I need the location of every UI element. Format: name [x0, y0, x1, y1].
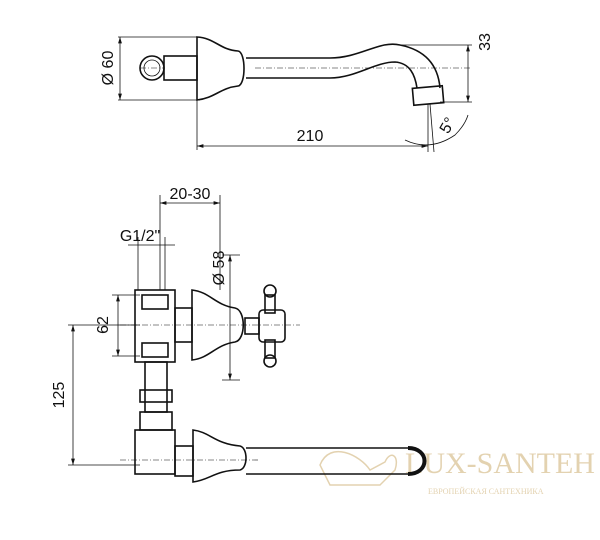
valve-flange	[191, 289, 245, 361]
side-view: 20-30 G1/2" Ø 58 62 125	[51, 186, 427, 483]
watermark-logo: LUX-SANTEH ЕВРОПЕЙСКАЯ САНТЕХНИКА	[319, 447, 595, 496]
watermark-tagline: ЕВРОПЕЙСКАЯ САНТЕХНИКА	[428, 487, 544, 496]
label-125: 125	[51, 382, 68, 409]
bathtub-icon	[319, 451, 397, 486]
wall-flange	[196, 36, 245, 101]
top-view: Ø 60 33 210 5°	[100, 33, 494, 153]
lower-fitting	[134, 429, 176, 475]
label-20-30: 20-30	[170, 186, 211, 203]
valve-body	[134, 289, 176, 363]
label-diameter-60: Ø 60	[100, 51, 117, 86]
aerator	[411, 84, 445, 107]
cross-handle[interactable]	[244, 284, 286, 368]
label-210: 210	[297, 128, 324, 145]
label-33: 33	[477, 33, 494, 51]
spout-flange	[192, 429, 247, 483]
watermark-brand: LUX-SANTEH	[405, 447, 595, 480]
label-5-deg: 5°	[437, 115, 459, 137]
connector-pipe	[144, 361, 168, 413]
spout	[246, 43, 441, 89]
label-diameter-58: Ø 58	[211, 251, 228, 286]
label-g12: G1/2"	[120, 228, 160, 245]
